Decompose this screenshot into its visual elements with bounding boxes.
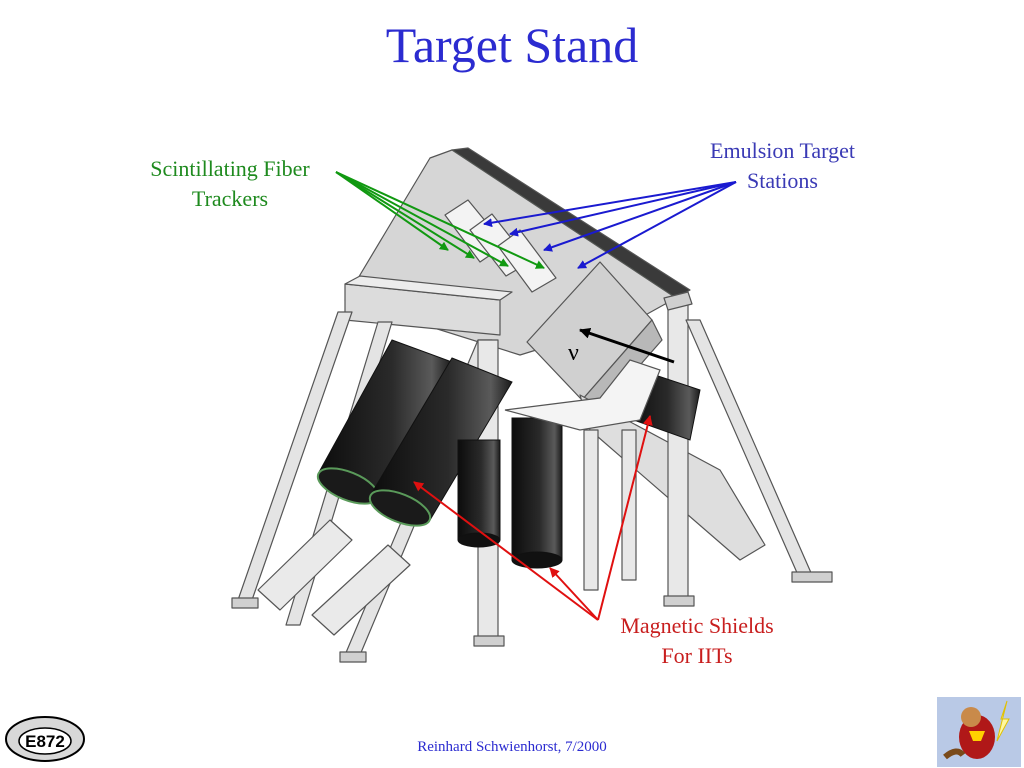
slide-title: Target Stand (385, 17, 639, 73)
emulsion-arrows (483, 181, 737, 269)
post-cap (663, 291, 693, 311)
neutrino-symbol: ν (568, 340, 579, 366)
label-scifi-trackers: Scintillating Fiber Trackers (150, 156, 310, 211)
shield-vertical (457, 439, 501, 541)
leg-foot (339, 651, 367, 663)
label-emulsion-stations: Emulsion Target Stations (710, 138, 855, 193)
post (667, 299, 689, 601)
post (621, 429, 637, 581)
e872-logo-icon: E872 (5, 716, 85, 762)
post (583, 429, 599, 591)
cross-beam-top (344, 275, 513, 301)
lower-tube (257, 519, 353, 611)
post-foot (473, 635, 505, 647)
slide-footer: Reinhard Schwienhorst, 7/2000 (417, 739, 607, 755)
lower-tube (311, 544, 411, 636)
leg-foot (231, 597, 259, 609)
stand-structure (231, 147, 833, 663)
support-block (504, 359, 661, 431)
gopher-mascot-icon (937, 697, 1021, 767)
scifi-arrows (335, 171, 545, 269)
shield-vertical (511, 417, 563, 561)
leg-foot (791, 571, 833, 583)
shield-arrows (413, 415, 653, 621)
shield-end (368, 489, 432, 527)
post-foot (663, 595, 695, 607)
e872-logo-text: E872 (25, 732, 65, 751)
label-magnetic-shields: Magnetic Shields For IITs (620, 613, 774, 668)
neutrino-beam-arrow (579, 328, 675, 364)
